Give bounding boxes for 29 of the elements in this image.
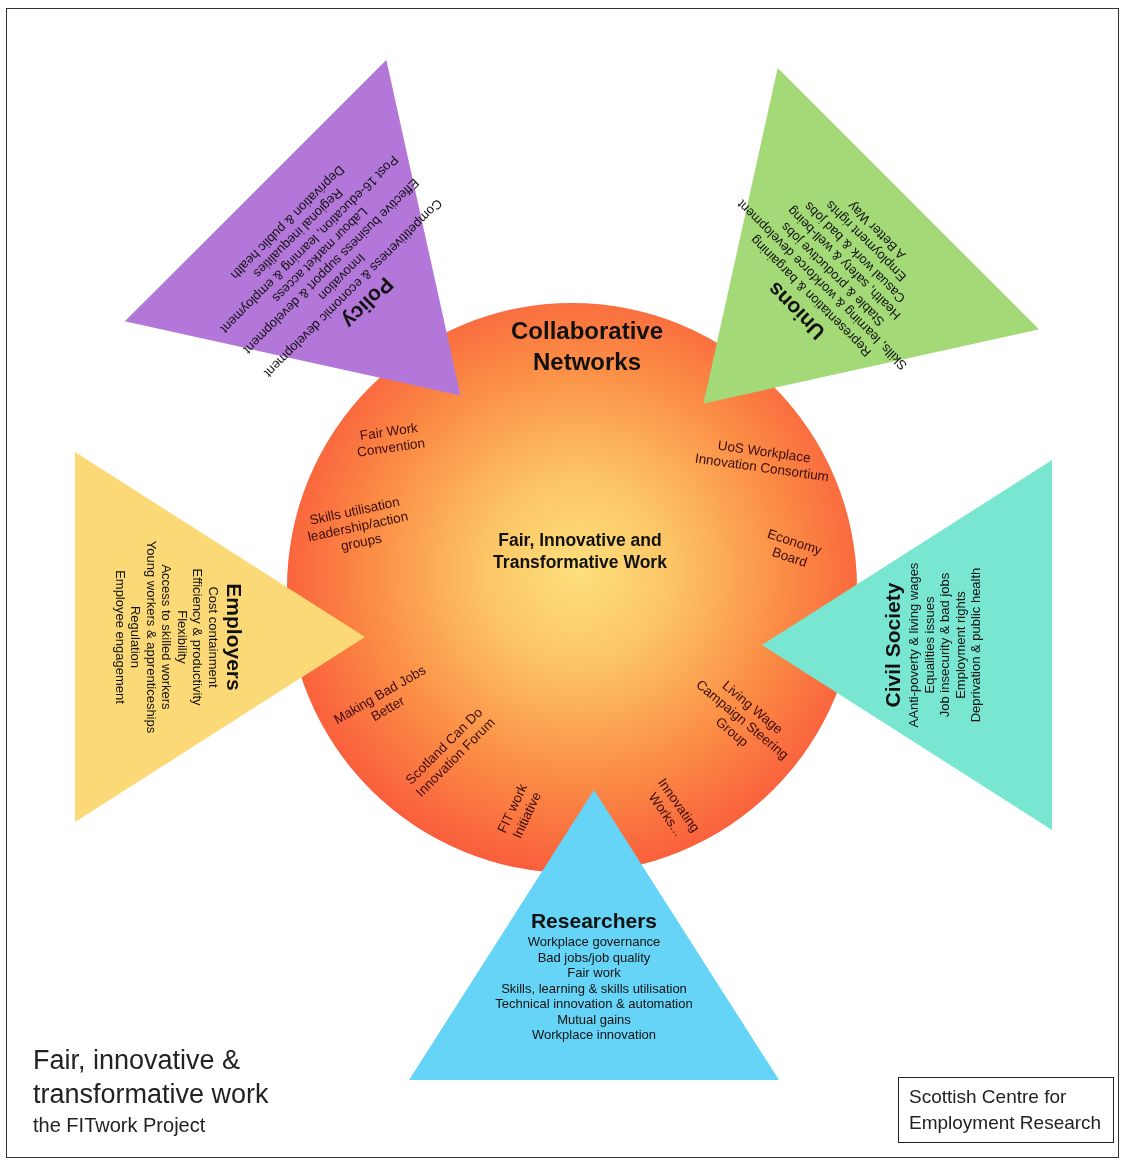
topic-text: Bad jobs/job quality — [536, 949, 652, 965]
topic-text: Flexibility — [174, 609, 190, 666]
network-name: Fair Work Convention — [355, 419, 427, 462]
topic-text: Workplace governance — [526, 934, 662, 950]
topic-text: Skills, learning & skills utilisation — [500, 980, 688, 996]
topic-text: Mutual gains — [556, 1011, 632, 1027]
topic-text: Deprivation & public health — [968, 566, 984, 725]
topic-text: AAnti-poverty & living wages — [906, 561, 922, 730]
title: Fair, innovative & transformative work — [33, 1044, 270, 1111]
topic-text: Regulation — [128, 604, 144, 671]
topic-text: Access to skilled workers — [159, 563, 175, 712]
topic-text: Young workers & apprenticeships — [143, 539, 159, 736]
caption: the FITwork Project — [33, 1113, 206, 1138]
topic-text: Employment rights — [952, 590, 968, 701]
credit-box: Scottish Centre for Employment Research — [898, 1077, 1114, 1143]
panel-heading: Employers — [222, 582, 247, 693]
topic-text: Efficiency & productivity — [190, 567, 206, 708]
topic-text: Technical innovation & automation — [494, 996, 694, 1012]
topic-text: Job insecurity & bad jobs — [937, 571, 953, 720]
centre-title: Fair, Innovative and Transformative Work — [492, 529, 668, 573]
topic-text: Equalities issues — [921, 595, 937, 696]
topic-text: Cost containment — [205, 585, 221, 690]
topic-text: Fair work — [566, 965, 622, 981]
panel-heading: Researchers — [529, 908, 659, 934]
topic-text: Employee engagement — [112, 569, 128, 706]
circle-heading: Collaborative Networks — [509, 316, 664, 377]
topic-text: Workplace innovation — [530, 1027, 658, 1043]
panel-heading: Civil Society — [880, 581, 905, 710]
network-name: UoS Workplace Innovation Consortium — [693, 436, 831, 487]
